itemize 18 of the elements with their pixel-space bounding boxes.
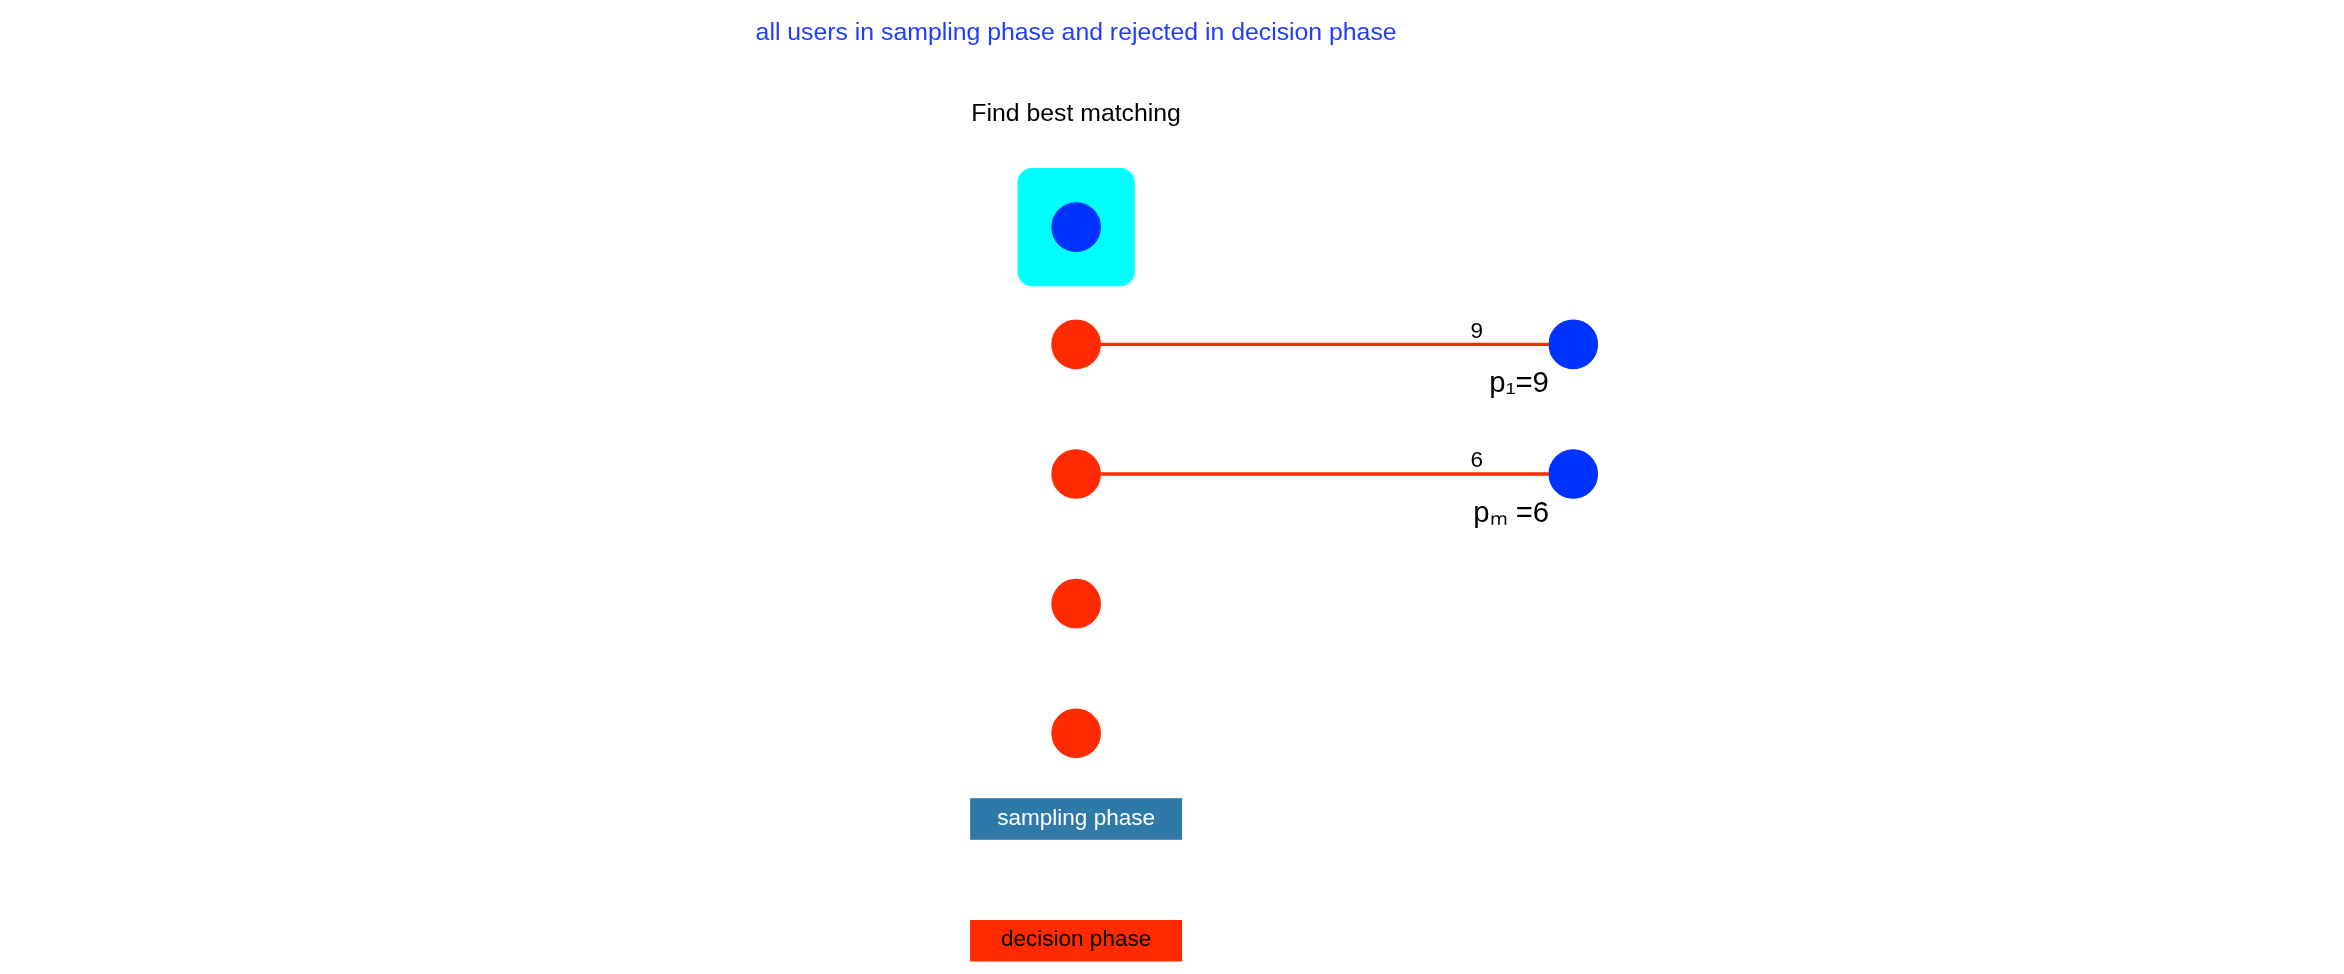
edge-label: 9 [1470, 317, 1483, 343]
edge-label: 6 [1470, 447, 1483, 473]
node-box: sampling phase [969, 798, 1182, 840]
node-circle [1050, 319, 1101, 370]
node-circle [1050, 578, 1101, 629]
connector [1099, 342, 1549, 347]
node-circle [1050, 449, 1101, 499]
node-circle [1547, 449, 1598, 499]
label: Find best matching [970, 98, 1181, 126]
cluster [1017, 167, 1135, 287]
node-circle [1547, 319, 1598, 370]
node-box: decision phase [969, 919, 1182, 962]
node-label: pₘ =6 [1472, 494, 1549, 528]
node-label: p₁=9 [1488, 365, 1549, 399]
node-circle [1050, 708, 1101, 759]
label: all users in sampling phase and rejected in decision phase [755, 17, 1397, 45]
connector [1099, 472, 1549, 476]
node-circle [1050, 202, 1101, 252]
